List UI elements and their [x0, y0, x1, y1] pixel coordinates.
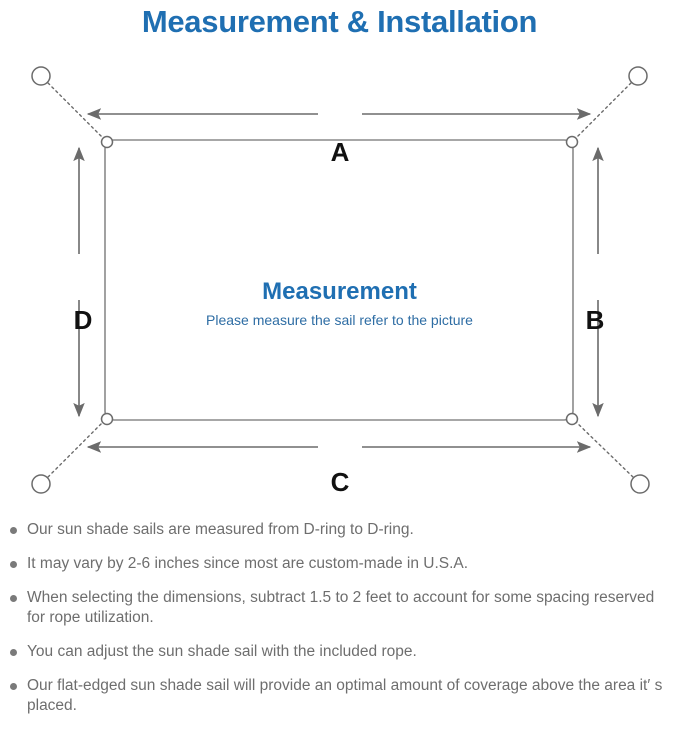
measurement-diagram: Measurement Please measure the sail refe… — [0, 44, 679, 514]
list-item: It may vary by 2-6 inches since most are… — [0, 554, 679, 574]
list-item: Our flat-edged sun shade sail will provi… — [0, 676, 679, 716]
note-text: It may vary by 2-6 inches since most are… — [27, 555, 469, 572]
note-text: You can adjust the sun shade sail with t… — [27, 643, 417, 660]
anchor-ring-icon-top-right — [628, 66, 648, 86]
anchor-ring-icon-top-left — [31, 66, 51, 86]
page-title: Measurement & Installation — [141, 4, 538, 39]
bullet-icon — [10, 649, 17, 656]
list-item: When selecting the dimensions, subtract … — [0, 588, 679, 628]
bullet-icon — [10, 527, 17, 534]
d-ring-icon-bottom-right — [565, 412, 579, 426]
diagram-svg — [31, 66, 650, 494]
anchor-rings — [31, 66, 650, 494]
d-ring-icon-top-left — [100, 135, 114, 149]
note-text: Our sun shade sails are measured from D-… — [27, 521, 414, 538]
d-ring-icon-top-right — [565, 135, 579, 149]
bullet-icon — [10, 683, 17, 690]
rope-dotted-line-icon-bottom-right — [574, 420, 634, 478]
sail-rectangle — [104, 139, 574, 421]
d-rings — [100, 135, 579, 426]
anchor-ring-icon-bottom-right — [630, 474, 650, 494]
anchor-ring-icon-bottom-left — [31, 474, 51, 494]
notes-list: Our sun shade sails are measured from D-… — [0, 520, 679, 730]
list-item: Our sun shade sails are measured from D-… — [0, 520, 679, 540]
rope-dotted-line-icon-top-right — [574, 82, 632, 140]
note-text: When selecting the dimensions, subtract … — [27, 589, 655, 626]
rope-dotted-line-icon-top-left — [47, 82, 105, 140]
rope-dotted-line-icon-bottom-left — [47, 420, 105, 478]
d-ring-icon-bottom-left — [100, 412, 114, 426]
rope-lines — [47, 82, 634, 478]
list-item: You can adjust the sun shade sail with t… — [0, 642, 679, 662]
bullet-icon — [10, 595, 17, 602]
note-text: Our flat-edged sun shade sail will provi… — [27, 677, 663, 714]
bullet-icon — [10, 561, 17, 568]
